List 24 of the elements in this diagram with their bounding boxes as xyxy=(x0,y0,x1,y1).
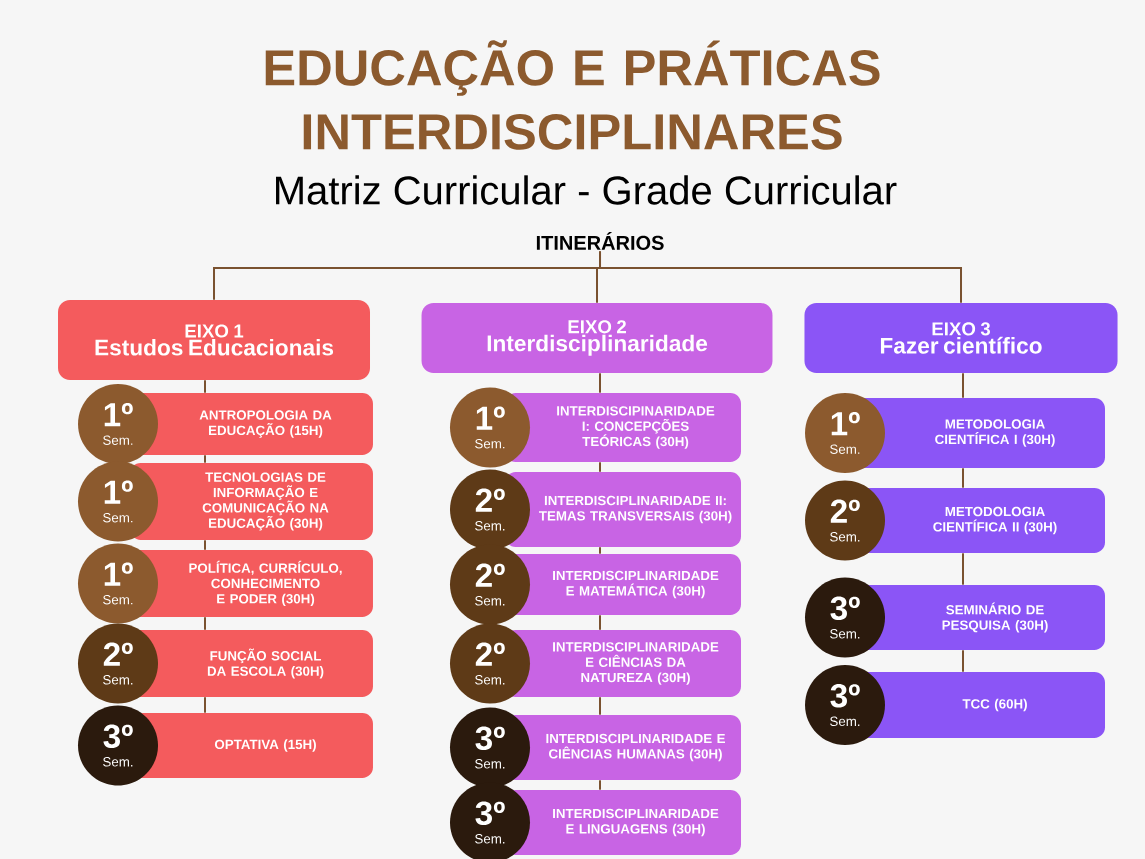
connector-line xyxy=(204,379,206,394)
connector-line xyxy=(204,696,206,714)
course-box: INTERDISCIPLINARIDADE E CIÊNCIAS DA NATUREZA (30H) xyxy=(505,630,741,697)
connector-line xyxy=(599,546,601,555)
connector-line xyxy=(204,539,206,551)
heading-text: ITINERÁRIOS xyxy=(536,232,664,250)
connector-line xyxy=(962,372,964,399)
connector-line xyxy=(599,372,601,394)
connector-line xyxy=(599,696,601,716)
connector-line xyxy=(962,649,964,673)
connector-line xyxy=(204,454,206,464)
connector-line xyxy=(599,461,601,473)
connector-line xyxy=(962,552,964,586)
subtitle: Matriz Curricular - Grade Curricular xyxy=(276,175,897,205)
connector-line xyxy=(962,467,964,489)
connector-line xyxy=(599,250,962,304)
axis-box: EIXO 3 Fazer científico xyxy=(804,303,1118,373)
connector-line xyxy=(599,779,601,791)
title: EDUCAÇÃO E PRÁTICAS INTERDISCIPLINARES xyxy=(265,40,880,150)
axis-box: EIXO 1 Estudos Educacionais xyxy=(58,300,370,380)
course-box: INTERDISCIPLINARIDADE II: TEMAS TRANSVERSAIS (30H) xyxy=(505,472,741,547)
connector-line xyxy=(599,614,601,631)
connector-line xyxy=(204,616,206,631)
axis-box: EIXO 2 Interdisciplinaridade xyxy=(421,303,773,373)
